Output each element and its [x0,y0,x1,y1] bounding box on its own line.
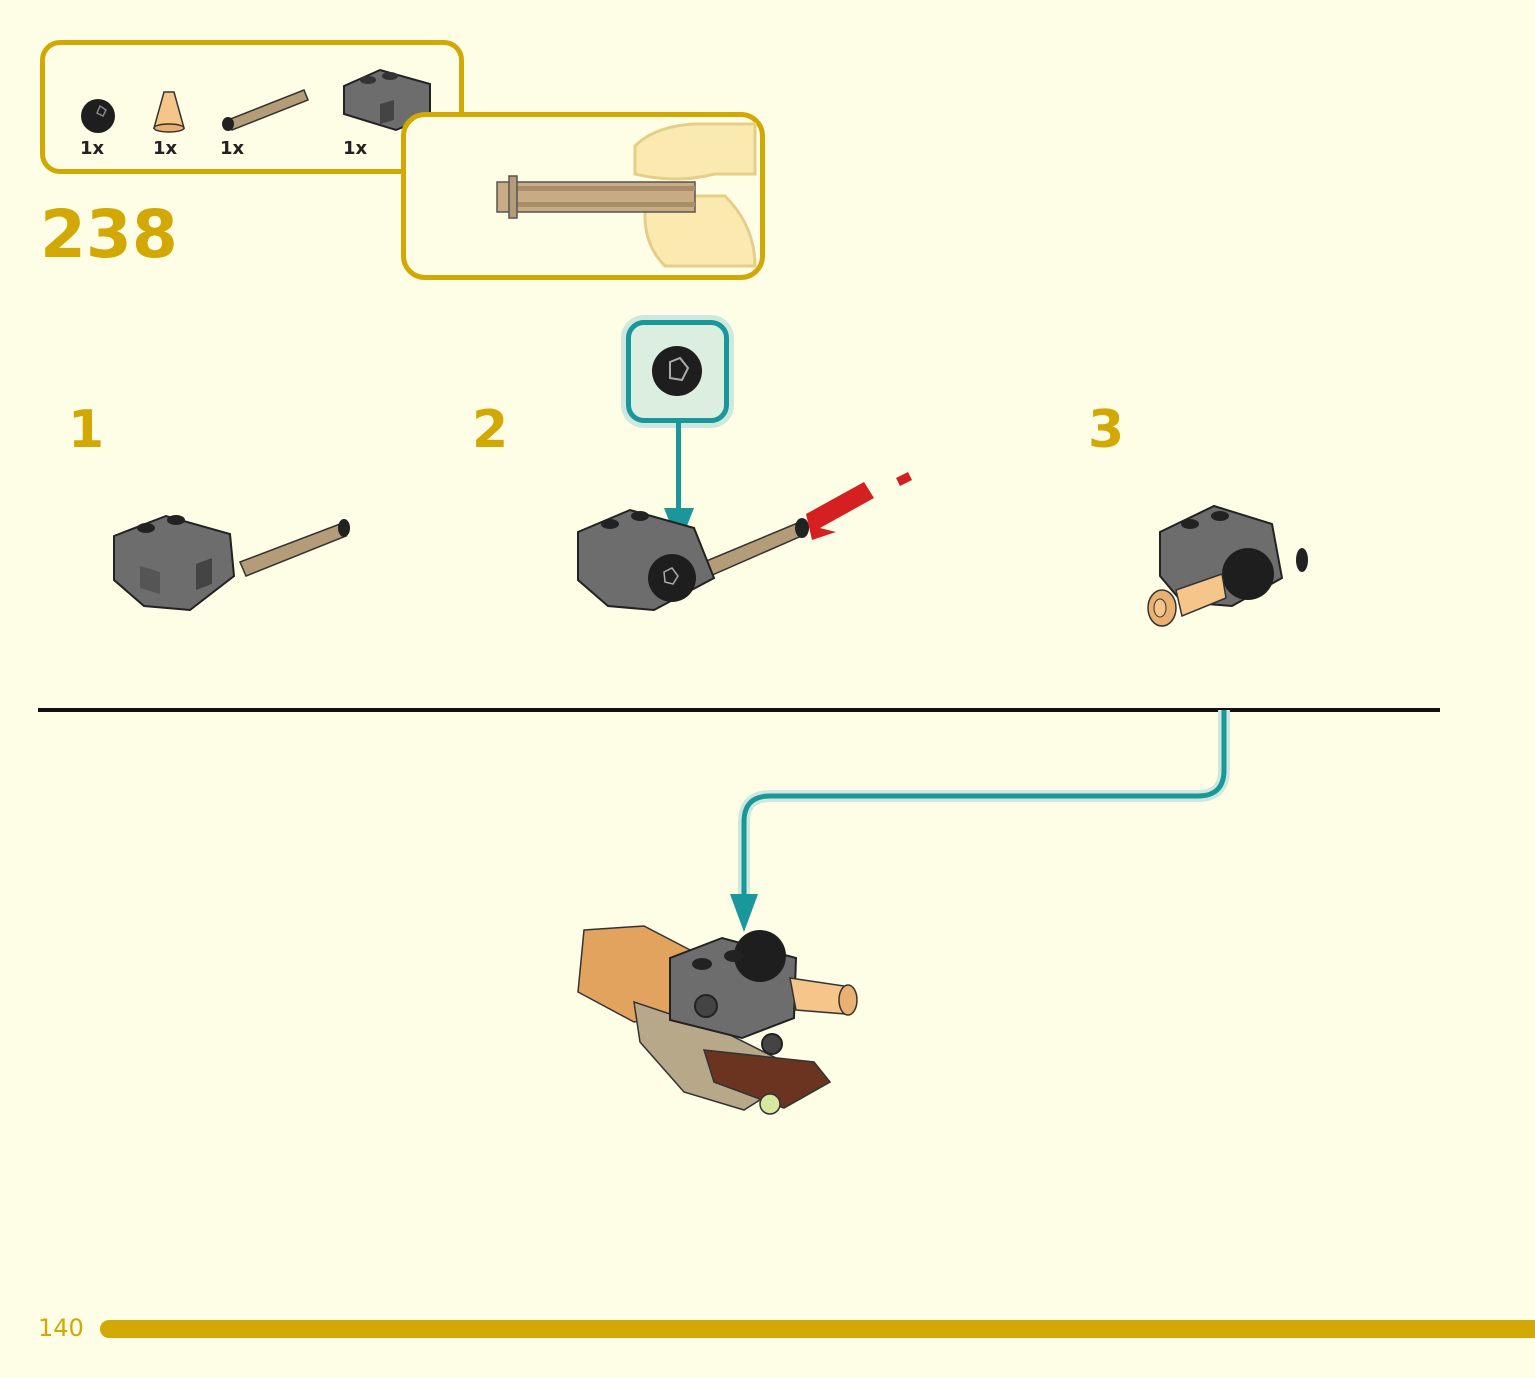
part-qty: 1x [80,138,105,159]
push-direction-arrow [806,482,874,540]
tan-axle-icon [222,89,309,131]
black-ball-joint-icon [81,99,115,133]
hand-push-axle-illustration [496,122,757,268]
step-number: 238 [40,196,178,273]
substep-3-assembly [1147,504,1308,627]
final-assembly [577,925,858,1115]
page-number: 140 [38,1314,84,1342]
footer-bar [100,1320,1535,1338]
black-ball-joint-icon [652,346,702,396]
part-qty: 1x [220,138,245,159]
substep-1-assembly [113,514,350,612]
substep-number: 3 [1088,400,1125,460]
section-divider [38,708,1440,712]
part-qty: 1x [343,138,368,159]
part-qty: 1x [153,138,178,159]
substep-number: 2 [472,400,509,460]
tan-cone-icon [153,91,185,133]
substep-number: 1 [68,400,105,460]
substep-2-assembly [577,472,912,612]
attach-arrow [730,710,1230,932]
